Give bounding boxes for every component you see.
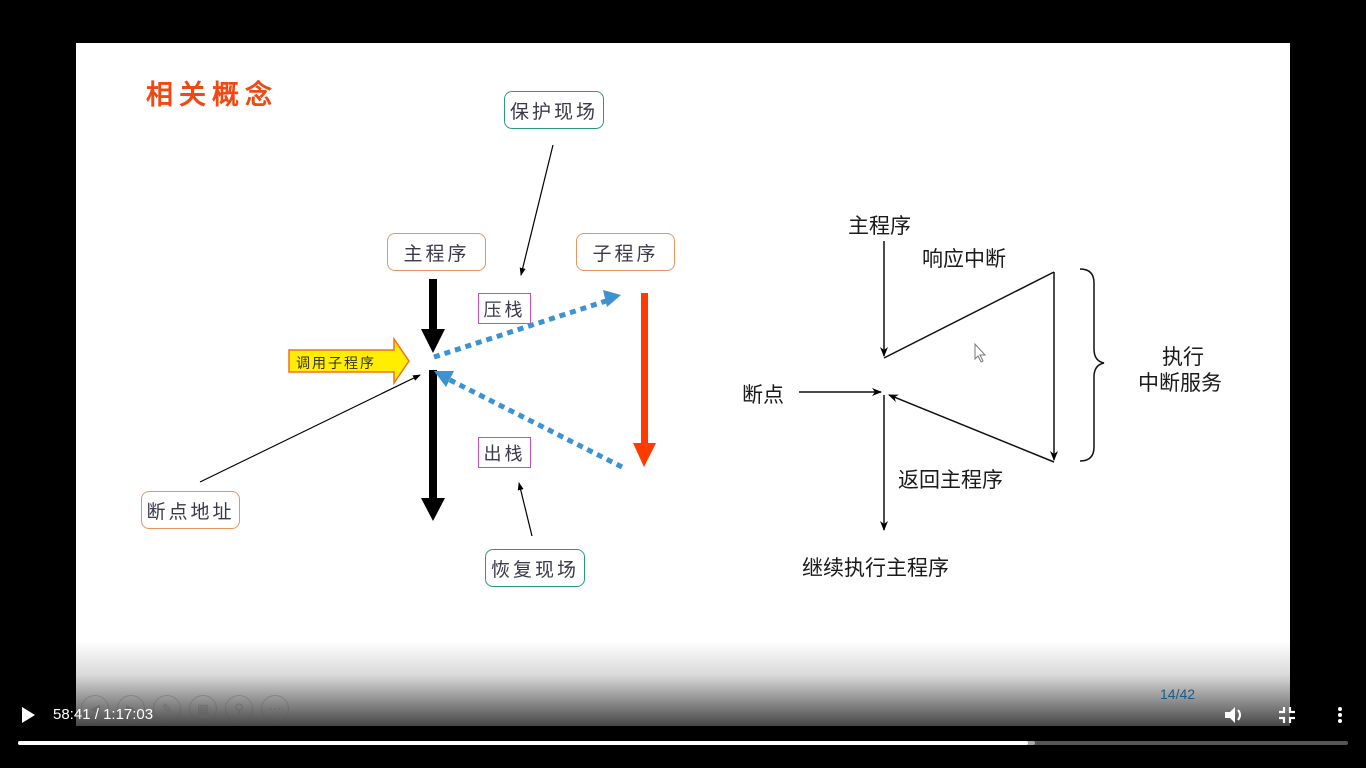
call-subroutine-arrow <box>288 336 410 386</box>
rd-main-program-label: 主程序 <box>848 214 911 238</box>
duration: 1:17:03 <box>103 706 154 723</box>
slide-title: 相关概念 <box>146 80 278 111</box>
execute-label: 执行 <box>1162 345 1204 369</box>
pop-stack-label: 出栈 <box>478 437 531 468</box>
interrupt-flow-lines <box>799 241 1105 531</box>
more-options-icon[interactable] <box>1330 704 1350 726</box>
call-subroutine-label: 调用子程序 <box>296 356 376 372</box>
presentation-slide: 相关概念 <box>76 43 1290 726</box>
played-bar <box>18 741 1028 745</box>
sub-program-box: 子程序 <box>576 233 675 271</box>
slides-icon[interactable]: ▦ <box>189 695 217 723</box>
current-time: 58:41 <box>53 706 91 723</box>
breakpoint-address-pointer <box>199 374 421 483</box>
return-main-label: 返回主程序 <box>898 468 1003 492</box>
continue-main-label: 继续执行主程序 <box>802 556 949 580</box>
exit-fullscreen-icon[interactable] <box>1276 704 1298 726</box>
protect-scene-box: 保护现场 <box>504 91 604 129</box>
push-stack-label: 压栈 <box>478 293 531 324</box>
main-program-box: 主程序 <box>387 233 486 271</box>
push-dotted-arrow <box>433 290 621 360</box>
main-program-arrow-upper <box>421 279 445 353</box>
page-indicator: 14/42 <box>1160 686 1196 702</box>
more-icon[interactable]: ⋯ <box>261 695 289 723</box>
play-icon[interactable] <box>18 704 38 726</box>
breakpoint-label: 断点 <box>742 383 784 407</box>
diagram-graphics <box>199 144 1105 537</box>
respond-interrupt-label: 响应中断 <box>922 247 1006 271</box>
main-program-arrow-lower <box>421 370 445 521</box>
pop-dotted-arrow <box>434 371 624 470</box>
interrupt-service-label: 中断服务 <box>1138 371 1222 395</box>
breakpoint-address-box: 断点地址 <box>141 491 240 529</box>
sub-program-arrow <box>633 293 656 467</box>
restore-scene-box: 恢复现场 <box>485 549 585 587</box>
zoom-icon[interactable]: ⚲ <box>225 695 253 723</box>
volume-icon[interactable] <box>1222 704 1246 726</box>
previous-icon[interactable]: ◀ <box>81 695 109 723</box>
pen-icon[interactable]: ✎ <box>153 695 181 723</box>
protect-scene-pointer <box>519 144 554 276</box>
next-icon[interactable]: ▶ <box>117 695 145 723</box>
seek-bar[interactable] <box>18 741 1348 745</box>
mouse-cursor-icon <box>974 342 987 363</box>
video-controls: 58:41 / 1:17:03 <box>0 700 1366 730</box>
restore-scene-pointer <box>517 482 533 537</box>
time-display: 58:41 / 1:17:03 <box>53 706 153 723</box>
time-separator: / <box>90 706 104 723</box>
presentation-toolbar: ◀ ▶ ✎ ▦ ⚲ ⋯ <box>81 695 289 723</box>
